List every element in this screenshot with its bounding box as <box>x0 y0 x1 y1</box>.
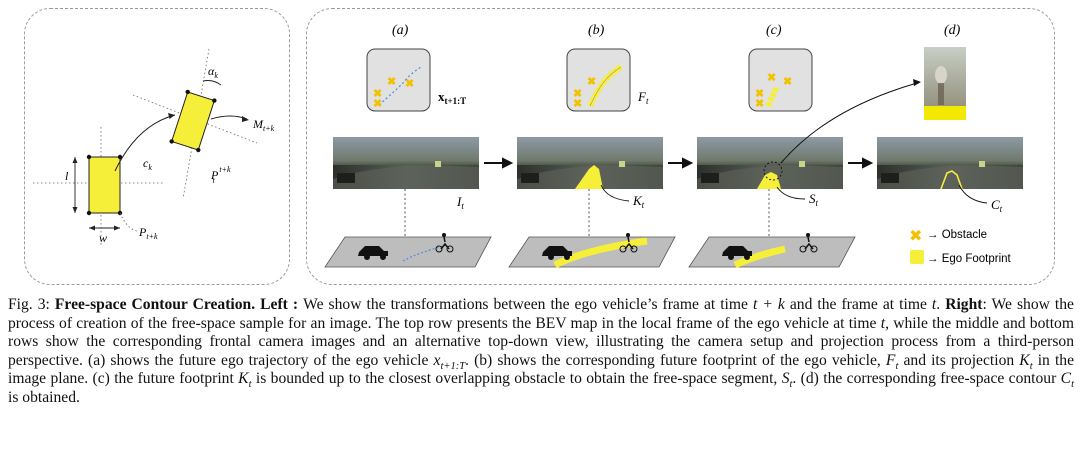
right-diagram: (a) (b) (c) (d) ✖✖✖✖ xt+1:T ✖✖✖ Ft <box>324 23 1023 269</box>
third-person-view-c <box>688 233 856 269</box>
camera-image-d <box>877 137 1023 190</box>
caption-text: in the image plane. (c) the future footp… <box>8 351 1075 388</box>
bev-map-c: ✖✖✖✖ <box>748 48 813 112</box>
svg-text:✖: ✖ <box>373 88 382 100</box>
svg-text:✖: ✖ <box>755 88 764 100</box>
label-l: l <box>65 169 69 183</box>
label-ck: ck <box>143 156 152 172</box>
crop-image-d <box>924 47 966 120</box>
bev-map-b: ✖✖✖ <box>566 48 631 112</box>
caption-text: . (d) the corresponding free-space conto… <box>792 370 1061 388</box>
label-C: Ct <box>991 197 1003 214</box>
caption-math: S <box>781 370 790 388</box>
label-M: Mt+k <box>252 117 275 133</box>
caption-math: K <box>1019 351 1030 369</box>
right-panel: (a) (b) (c) (d) ✖✖✖✖ xt+1:T ✖✖✖ Ft <box>306 8 1055 285</box>
caption-text: is bounded up to the closest overlapping… <box>251 370 782 388</box>
label-I: It <box>456 194 464 211</box>
caption-text: . (b) shows the corresponding future foo… <box>465 351 886 369</box>
svg-text:✖: ✖ <box>373 98 382 110</box>
caption-text: We show the transformations between the … <box>303 296 753 313</box>
caption-math-sub: t <box>1029 360 1033 372</box>
panel-label-d: (d) <box>944 23 961 38</box>
label-K: Kt <box>632 193 645 210</box>
caption-math: x <box>433 351 441 369</box>
ego-footprint-t-plus-k <box>169 89 217 153</box>
obstacle-legend-icon: ✖ <box>909 228 922 245</box>
caption-text: and its projection <box>898 351 1020 369</box>
svg-text:✖: ✖ <box>767 72 776 84</box>
caption-math: t + k <box>752 296 785 313</box>
legend-footprint-label: → Ego Footprint <box>927 253 1012 265</box>
caption-math: F <box>885 351 896 369</box>
bev-map-a: ✖✖✖✖ <box>366 48 431 112</box>
caption-math: K <box>238 370 249 388</box>
label-x: xt+1:T <box>438 89 466 106</box>
label-P-bottom: Pt+k <box>138 225 158 241</box>
caption-math-sub: t+1:T <box>440 360 466 372</box>
caption-math-sub: t <box>248 379 252 391</box>
ck-arrow <box>114 114 176 172</box>
third-person-view-a <box>324 233 492 268</box>
svg-text:✖: ✖ <box>573 88 582 100</box>
svg-text:✖: ✖ <box>755 98 764 110</box>
svg-text:✖: ✖ <box>783 76 792 88</box>
figure-caption: Fig. 3: Free-space Contour Creation. Lef… <box>8 296 1074 408</box>
camera-image-a <box>333 137 479 189</box>
panel-label-a: (a) <box>392 23 409 38</box>
caption-math-sub: t <box>789 379 793 391</box>
caption-fig-number: Fig. 3: <box>8 296 55 313</box>
alpha-arc <box>202 80 222 86</box>
legend-obstacle-label: → Obstacle <box>927 229 987 241</box>
caption-right-label: Right <box>945 296 983 313</box>
svg-text:✖: ✖ <box>573 98 582 110</box>
M-arrow <box>210 115 248 120</box>
svg-text:✖: ✖ <box>405 78 414 90</box>
caption-text: , while the middle and bottom rows show … <box>8 314 1074 369</box>
label-alpha: αk <box>208 64 218 80</box>
panel-label-b: (b) <box>588 23 605 38</box>
caption-text: is obtained. <box>8 388 80 406</box>
caption-text: . <box>936 296 946 313</box>
caption-title: Free-space Contour Creation. Left : <box>54 296 304 313</box>
svg-text:✖: ✖ <box>387 76 396 88</box>
label-w: w <box>99 231 107 245</box>
footprint-legend-icon <box>910 250 924 264</box>
ego-footprint-t <box>88 156 121 214</box>
third-person-view-b <box>508 233 676 269</box>
caption-math-sub: t <box>1071 379 1074 391</box>
flow-arrows <box>484 157 874 169</box>
caption-math: t <box>880 314 886 332</box>
legend: ✖ → Obstacle → Ego Footprint <box>909 228 1012 265</box>
caption-math: t <box>931 296 937 313</box>
panel-label-c: (c) <box>766 23 782 38</box>
label-S: St <box>809 191 819 208</box>
camera-image-b <box>517 137 663 189</box>
curved-arrow-to-crop <box>780 82 918 164</box>
caption-text: : We show the process of creation of the… <box>8 296 1074 332</box>
label-F: Ft <box>637 89 649 106</box>
caption-text: and the frame at time <box>784 296 932 313</box>
camera-image-c <box>697 137 843 189</box>
caption-math: C <box>1060 370 1072 388</box>
svg-text:✖: ✖ <box>587 76 596 88</box>
caption-math-sub: t <box>895 360 899 372</box>
